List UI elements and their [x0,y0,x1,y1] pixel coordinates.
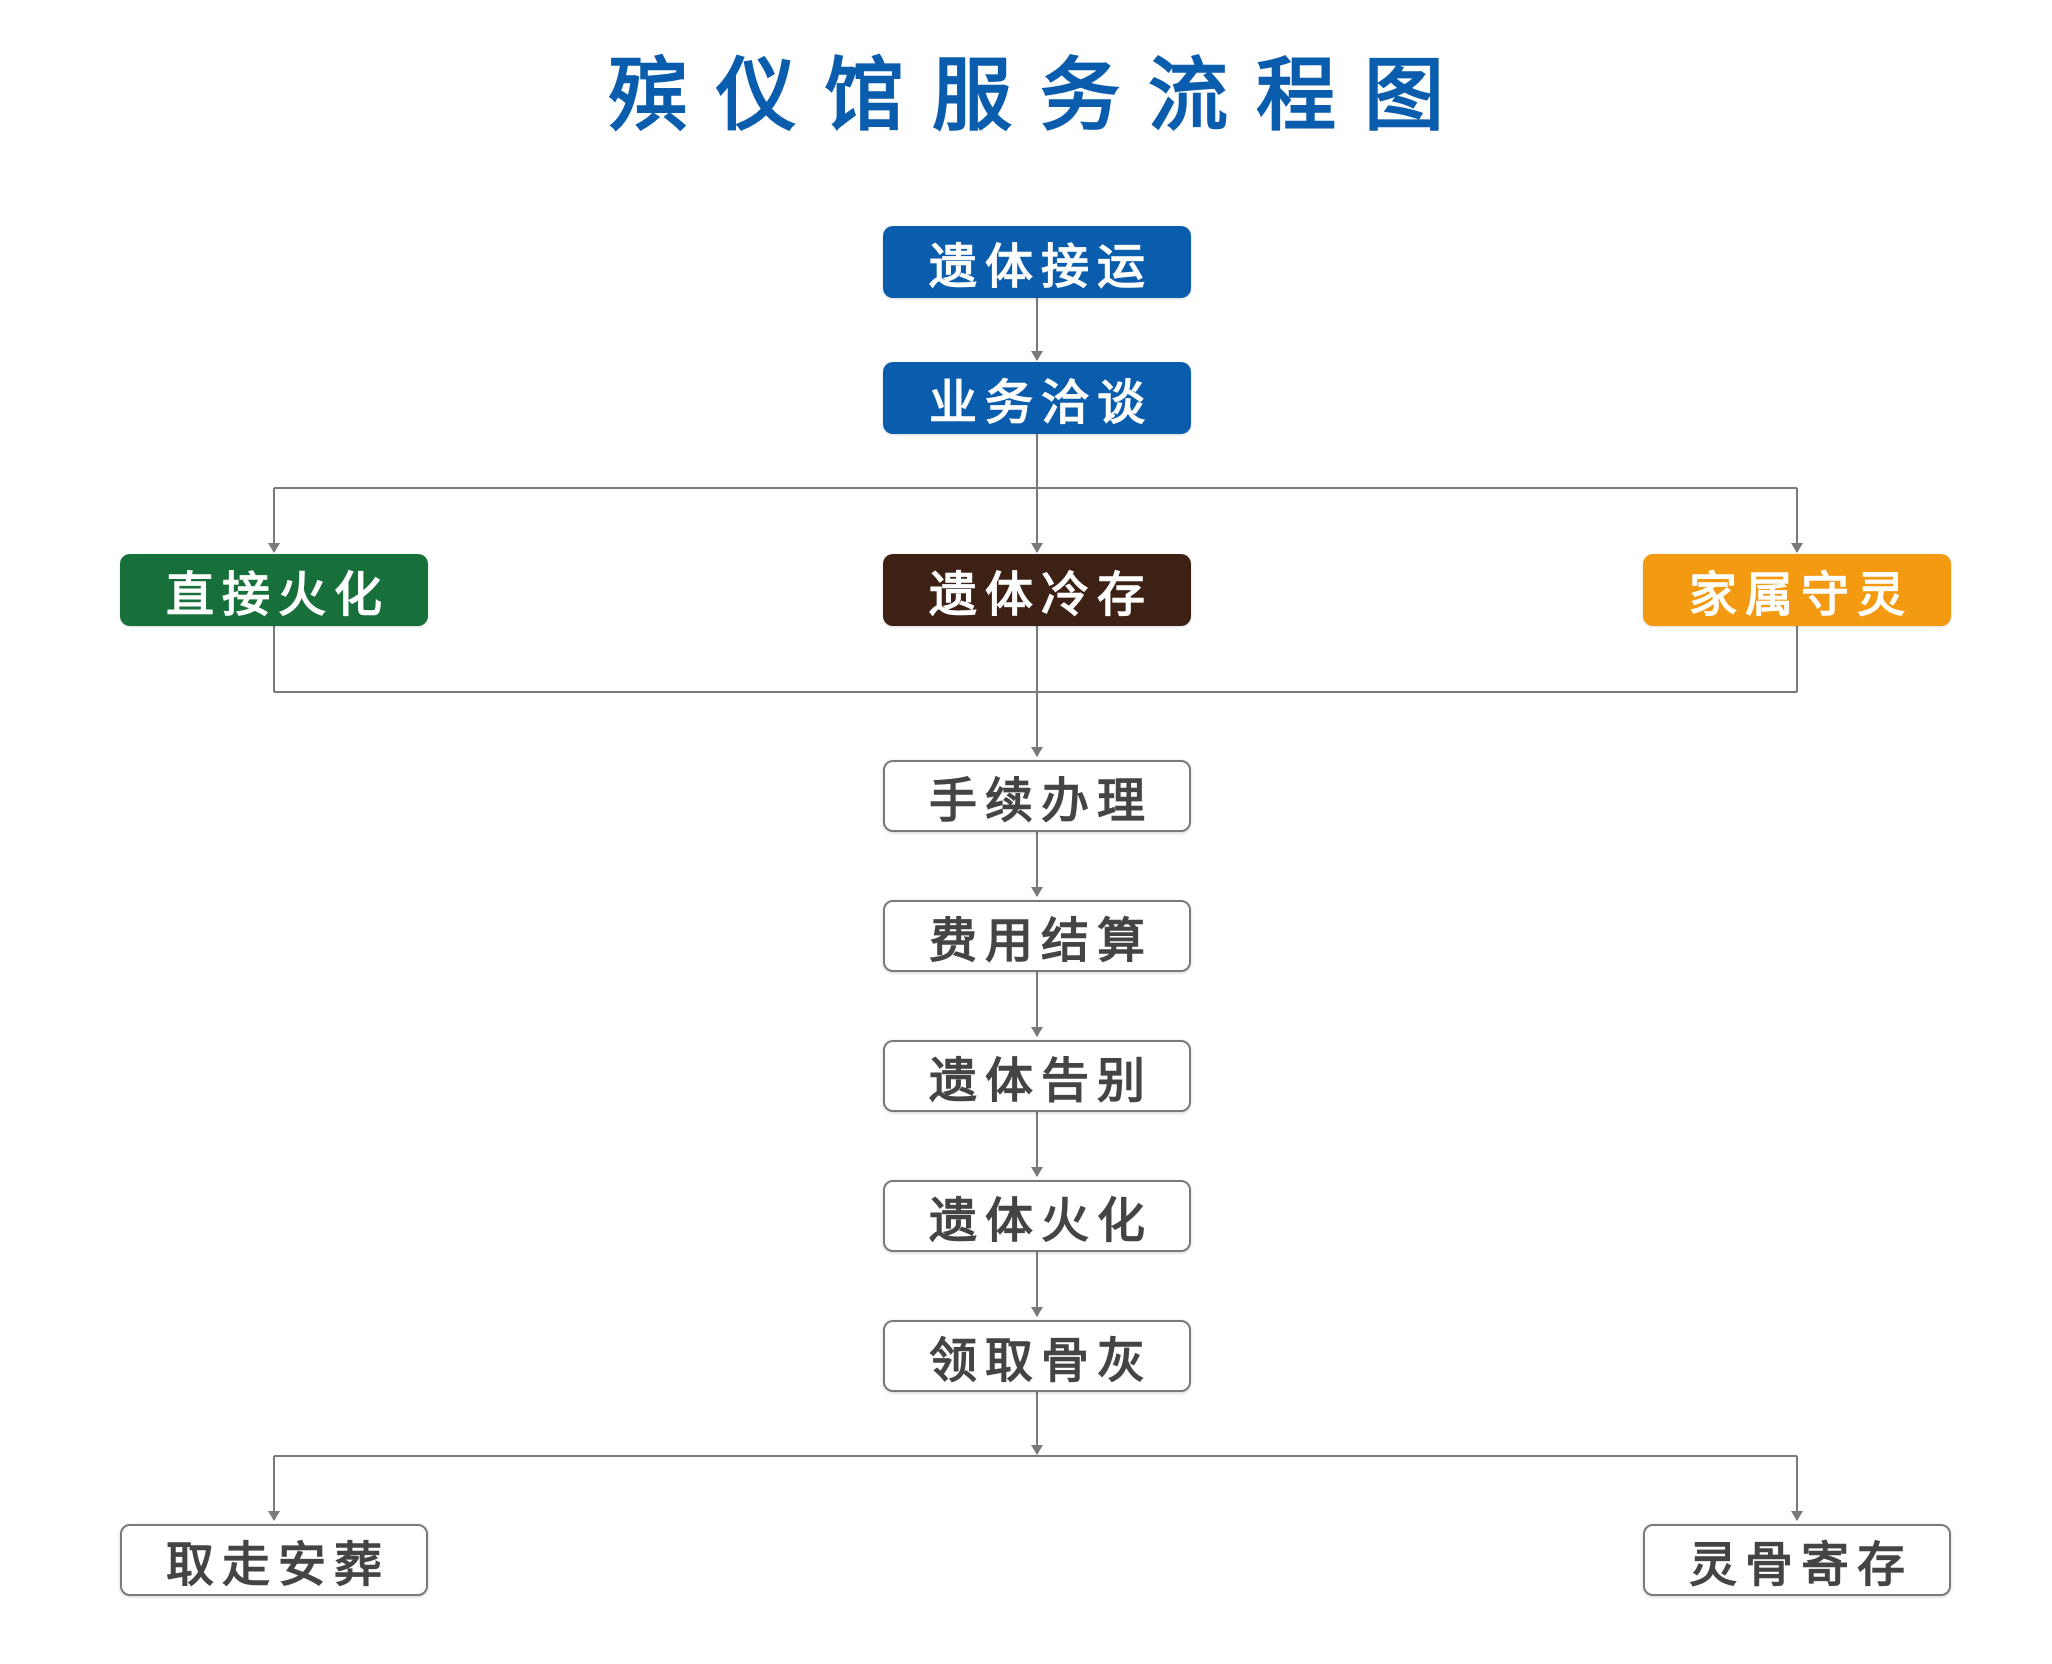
node-label: 业务洽谈 [928,375,1153,431]
node-cold-storage: 遗体冷存 [883,554,1191,626]
node-label: 家属守灵 [1688,567,1913,623]
node-collect-ashes: 领取骨灰 [883,1320,1191,1392]
node-consult: 业务洽谈 [883,362,1191,434]
node-settlement: 费用结算 [883,900,1191,972]
node-family-vigil: 家属守灵 [1643,554,1951,626]
node-farewell: 遗体告别 [883,1040,1191,1112]
node-label: 直接火化 [165,567,390,623]
node-cremation: 遗体火化 [883,1180,1191,1252]
node-label: 取走安葬 [165,1537,390,1593]
node-take-bury: 取走安葬 [120,1524,428,1596]
node-direct-cremation: 直接火化 [120,554,428,626]
node-label: 灵骨寄存 [1688,1537,1913,1593]
node-label: 遗体接运 [928,239,1153,295]
node-label: 手续办理 [928,773,1153,829]
node-label: 领取骨灰 [928,1333,1153,1389]
node-transport: 遗体接运 [883,226,1191,298]
node-label: 遗体火化 [928,1193,1153,1249]
diagram-title: 殡仪馆服务流程图 [608,49,1472,142]
node-label: 遗体冷存 [928,567,1153,623]
node-procedures: 手续办理 [883,760,1191,832]
node-label: 遗体告别 [928,1053,1153,1109]
node-ash-storage: 灵骨寄存 [1643,1524,1951,1596]
node-label: 费用结算 [928,913,1153,969]
